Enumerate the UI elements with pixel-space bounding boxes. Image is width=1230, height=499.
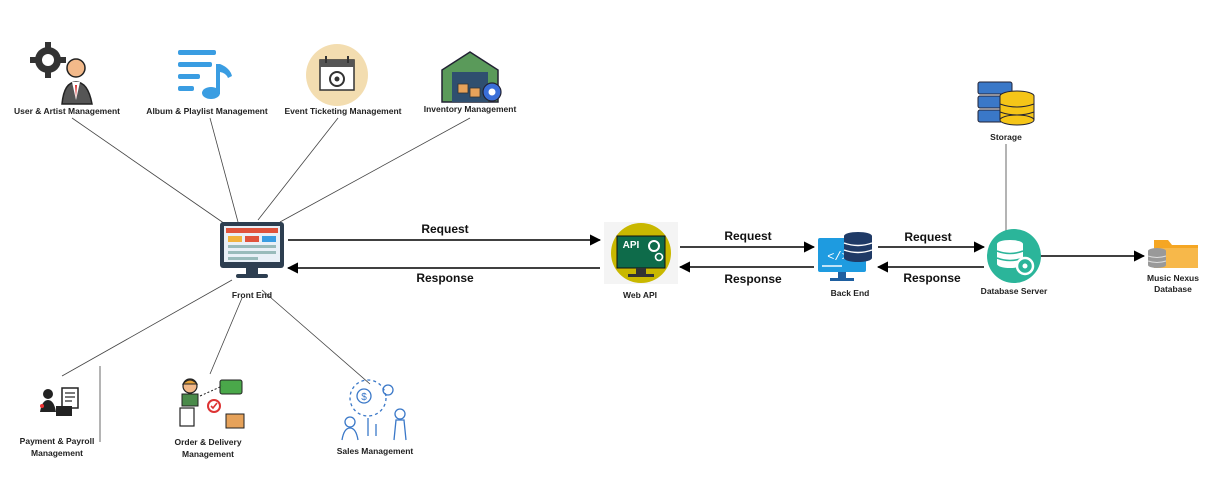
connector-sales — [261, 289, 371, 385]
label-request-1: Request — [421, 222, 469, 236]
connector-album-playlist — [209, 117, 239, 223]
label-payment-2: Management — [31, 448, 83, 458]
back-end-icon: </> — [818, 232, 873, 281]
label-user-artist: User & Artist Management — [14, 106, 120, 116]
label-music-nexus-db-1: Music Nexus — [1147, 273, 1199, 283]
inventory-icon — [441, 51, 502, 103]
label-order-2: Management — [182, 449, 234, 459]
svg-text:$: $ — [361, 392, 367, 403]
order-delivery-icon — [179, 378, 245, 429]
event-ticketing-icon — [306, 44, 368, 106]
label-payment-1: Payment & Payroll — [19, 436, 95, 446]
label-music-nexus-db-2: Database — [1154, 284, 1192, 294]
module-connectors — [61, 117, 1007, 442]
api-badge-text: API — [622, 240, 640, 251]
label-sales: Sales Management — [336, 446, 414, 456]
album-playlist-icon — [178, 50, 232, 99]
label-storage: Storage — [990, 132, 1022, 142]
payment-payroll-icon — [40, 387, 79, 416]
front-end-icon — [220, 222, 284, 278]
connector-payment — [61, 279, 233, 377]
database-server-icon — [987, 229, 1041, 283]
label-response-2: Response — [724, 272, 782, 286]
connector-inventory — [279, 117, 471, 223]
label-response-3: Response — [903, 271, 961, 285]
user-artist-icon — [30, 42, 93, 105]
label-album-playlist: Album & Playlist Management — [146, 106, 268, 116]
label-back-end: Back End — [830, 288, 870, 298]
flow-arrows — [286, 234, 1146, 274]
connector-order — [209, 297, 243, 375]
storage-icon — [977, 81, 1035, 126]
label-event-ticketing: Event Ticketing Management — [284, 106, 402, 116]
label-database-server: Database Server — [980, 286, 1048, 296]
svg-text:</>: </> — [827, 250, 849, 264]
label-web-api: Web API — [622, 290, 658, 300]
web-api-icon — [604, 222, 678, 284]
music-nexus-database-icon — [1147, 240, 1198, 268]
label-response-1: Response — [416, 271, 474, 285]
label-order-1: Order & Delivery — [174, 437, 242, 447]
connector-event-ticketing — [257, 117, 339, 221]
label-request-2: Request — [724, 229, 772, 243]
label-inventory: Inventory Management — [423, 104, 517, 114]
connector-user-artist — [71, 117, 229, 227]
label-request-3: Request — [904, 230, 952, 244]
label-front-end: Front End — [231, 290, 273, 300]
sales-management-icon: $ — [341, 379, 407, 441]
